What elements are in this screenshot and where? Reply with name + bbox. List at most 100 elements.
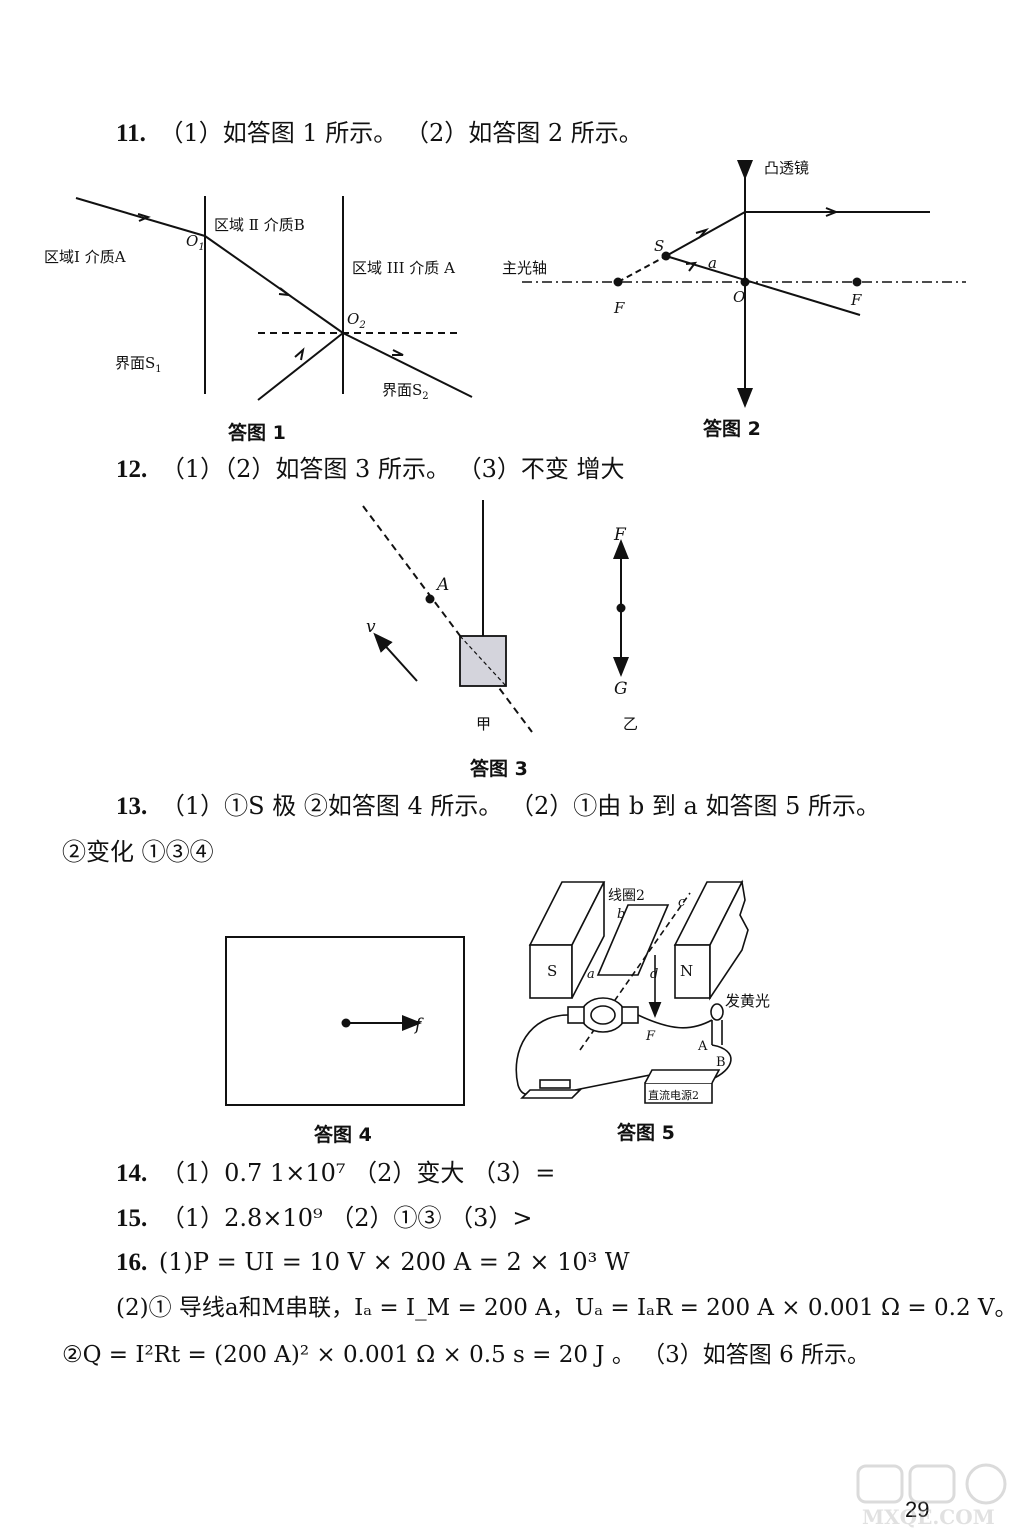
fig3-caption: 答图 3 <box>470 758 528 780</box>
arrow-3 <box>392 349 404 356</box>
fig5-f-label: F <box>645 1029 656 1044</box>
ray-through-center <box>665 255 861 316</box>
brush-left <box>567 1006 585 1024</box>
fig1-o1-label: O1 <box>186 232 205 253</box>
fig3-yi-label: 乙 <box>623 715 638 733</box>
fig5-bulb-label: 发黄光 <box>725 992 770 1010</box>
q13-line: 13. （1）①S 极 ②如答图 4 所示。 （2）①由 b 到 a 如答图 5… <box>116 791 880 822</box>
q16-line1: (1)P = UI = 10 V × 200 A = 2 × 10³ W <box>158 1248 630 1276</box>
arrow-4 <box>294 347 305 361</box>
fig1-region1-label: 区域Ⅰ 介质A <box>44 248 126 266</box>
fig5-b-label: b <box>617 907 625 922</box>
fig1-region3-label: 区域 III 介质 A <box>352 259 455 277</box>
figure-3 <box>362 500 629 733</box>
arrow-2a <box>695 228 710 239</box>
fig4-frame <box>225 936 465 1106</box>
commutator-inner <box>590 1005 616 1025</box>
magnet-n-side <box>709 879 749 1001</box>
fig1-interface-s2-label: 界面S2 <box>382 381 429 402</box>
fig5-n-label: N <box>680 962 693 980</box>
fig2-lens-label: 凸透镜 <box>764 159 809 177</box>
q11-line: 11. （1）如答图 1 所示。 （2）如答图 2 所示。 <box>116 118 643 149</box>
point-s <box>661 251 671 261</box>
focal-point-left <box>613 277 623 287</box>
virtual-ray <box>617 255 667 283</box>
bulb-stem <box>711 1020 723 1045</box>
q12-number: 12. <box>116 456 148 483</box>
wire-bottom <box>574 1074 651 1091</box>
brush-right <box>621 1006 639 1024</box>
q16-line: 16. (1)P = UI = 10 V × 200 A = 2 × 10³ W <box>116 1247 630 1278</box>
q16-number: 16. <box>116 1249 148 1276</box>
wire-right <box>637 1014 713 1029</box>
fig5-pb-label: B <box>716 1055 726 1070</box>
fig4-dot <box>341 1018 351 1028</box>
refracted-ray-1 <box>204 235 344 334</box>
magnet-s-side <box>571 881 605 999</box>
optical-center <box>740 277 750 287</box>
fig5-s-label: S <box>547 962 557 980</box>
fig1-region2-label: 区域 Ⅱ 介质B <box>214 216 305 234</box>
q11-text: （1）如答图 1 所示。 （2）如答图 2 所示。 <box>159 119 643 147</box>
q15-text: （1）2.8×10⁹ （2）①③ （3）> <box>160 1204 533 1232</box>
fig1-o2-label: O2 <box>347 310 366 331</box>
fig5-c-label: c <box>678 895 686 910</box>
fig5-a-label: a <box>587 967 595 982</box>
fig2-o-label: O <box>733 288 745 306</box>
switch-base <box>520 1089 582 1099</box>
fig2-a-label: a <box>708 254 717 272</box>
q13-text: （1）①S 极 ②如答图 4 所示。 （2）①由 b 到 a 如答图 5 所示。 <box>160 792 880 820</box>
fig4-caption: 答图 4 <box>314 1124 372 1146</box>
q15-number: 15. <box>116 1205 148 1232</box>
switch-lever <box>539 1079 571 1089</box>
fig4-f-label: f <box>413 1015 424 1035</box>
fig3-v-label: v <box>366 617 376 637</box>
fig5-pa-label: A <box>697 1039 708 1054</box>
velocity-arrow <box>373 632 418 682</box>
fig5-coil-label: 线圈2 <box>608 888 645 904</box>
fig2-f2-label: F <box>850 291 862 309</box>
magnet-s-front <box>529 944 573 999</box>
arrow-2 <box>278 287 293 297</box>
fig1-interface-s1-label: 界面S1 <box>115 354 162 375</box>
arrow-1 <box>137 213 151 222</box>
fig2-axis-label: 主光轴 <box>502 259 547 277</box>
figure-1 <box>75 196 473 401</box>
fig1-caption: 答图 1 <box>228 422 286 444</box>
fig3-g-label: G <box>614 679 628 699</box>
svg-text:MXQE.COM: MXQE.COM <box>862 1505 995 1529</box>
q13-line2: ②变化 ①③④ <box>62 838 214 866</box>
watermark-logo: MXQE.COM <box>856 1463 1007 1529</box>
q11-number: 11. <box>116 120 146 147</box>
bulb <box>710 1003 724 1021</box>
fig5-source-label: 直流电源2 <box>648 1088 699 1102</box>
arrow-2b <box>825 207 839 217</box>
focal-point-right <box>852 277 862 287</box>
arrow-2c <box>685 261 698 272</box>
fig5-caption: 答图 5 <box>617 1122 675 1144</box>
fig3-a-label: A <box>435 575 449 595</box>
force-origin <box>616 603 626 613</box>
refracted-ray-2 <box>342 332 473 398</box>
commutator <box>580 997 626 1033</box>
wire-lamp <box>709 1044 732 1081</box>
q14-text: （1）0.7 1×10⁷ （2）变大 （3）= <box>160 1159 556 1187</box>
figure-5 <box>515 879 749 1104</box>
q15-line: 15. （1）2.8×10⁹ （2）①③ （3）> <box>116 1203 533 1234</box>
fig3-jia-label: 甲 <box>476 715 491 733</box>
dashed-line <box>362 505 533 733</box>
figure-4: f <box>225 936 465 1106</box>
q12-text: （1）（2）如答图 3 所示。 （3）不变 增大 <box>160 455 625 483</box>
reflected-ray <box>257 332 344 401</box>
incident-ray <box>75 197 206 237</box>
q12-line: 12. （1）（2）如答图 3 所示。 （3）不变 增大 <box>116 454 624 485</box>
q13-number: 13. <box>116 793 148 820</box>
page-number: 29 <box>905 1497 930 1522</box>
q14-number: 14. <box>116 1160 148 1187</box>
ray-to-lens <box>665 211 746 257</box>
magnet-n-front <box>674 944 711 999</box>
q16-line3: ②Q = I²Rt = (200 A)² × 0.001 Ω × 0.5 s =… <box>62 1342 871 1368</box>
q16-line2: (2)① 导线a和M串联，Iₐ = I_M = 200 A，Uₐ = IₐR =… <box>116 1295 1018 1321</box>
fig5-d-label: d <box>650 967 658 982</box>
